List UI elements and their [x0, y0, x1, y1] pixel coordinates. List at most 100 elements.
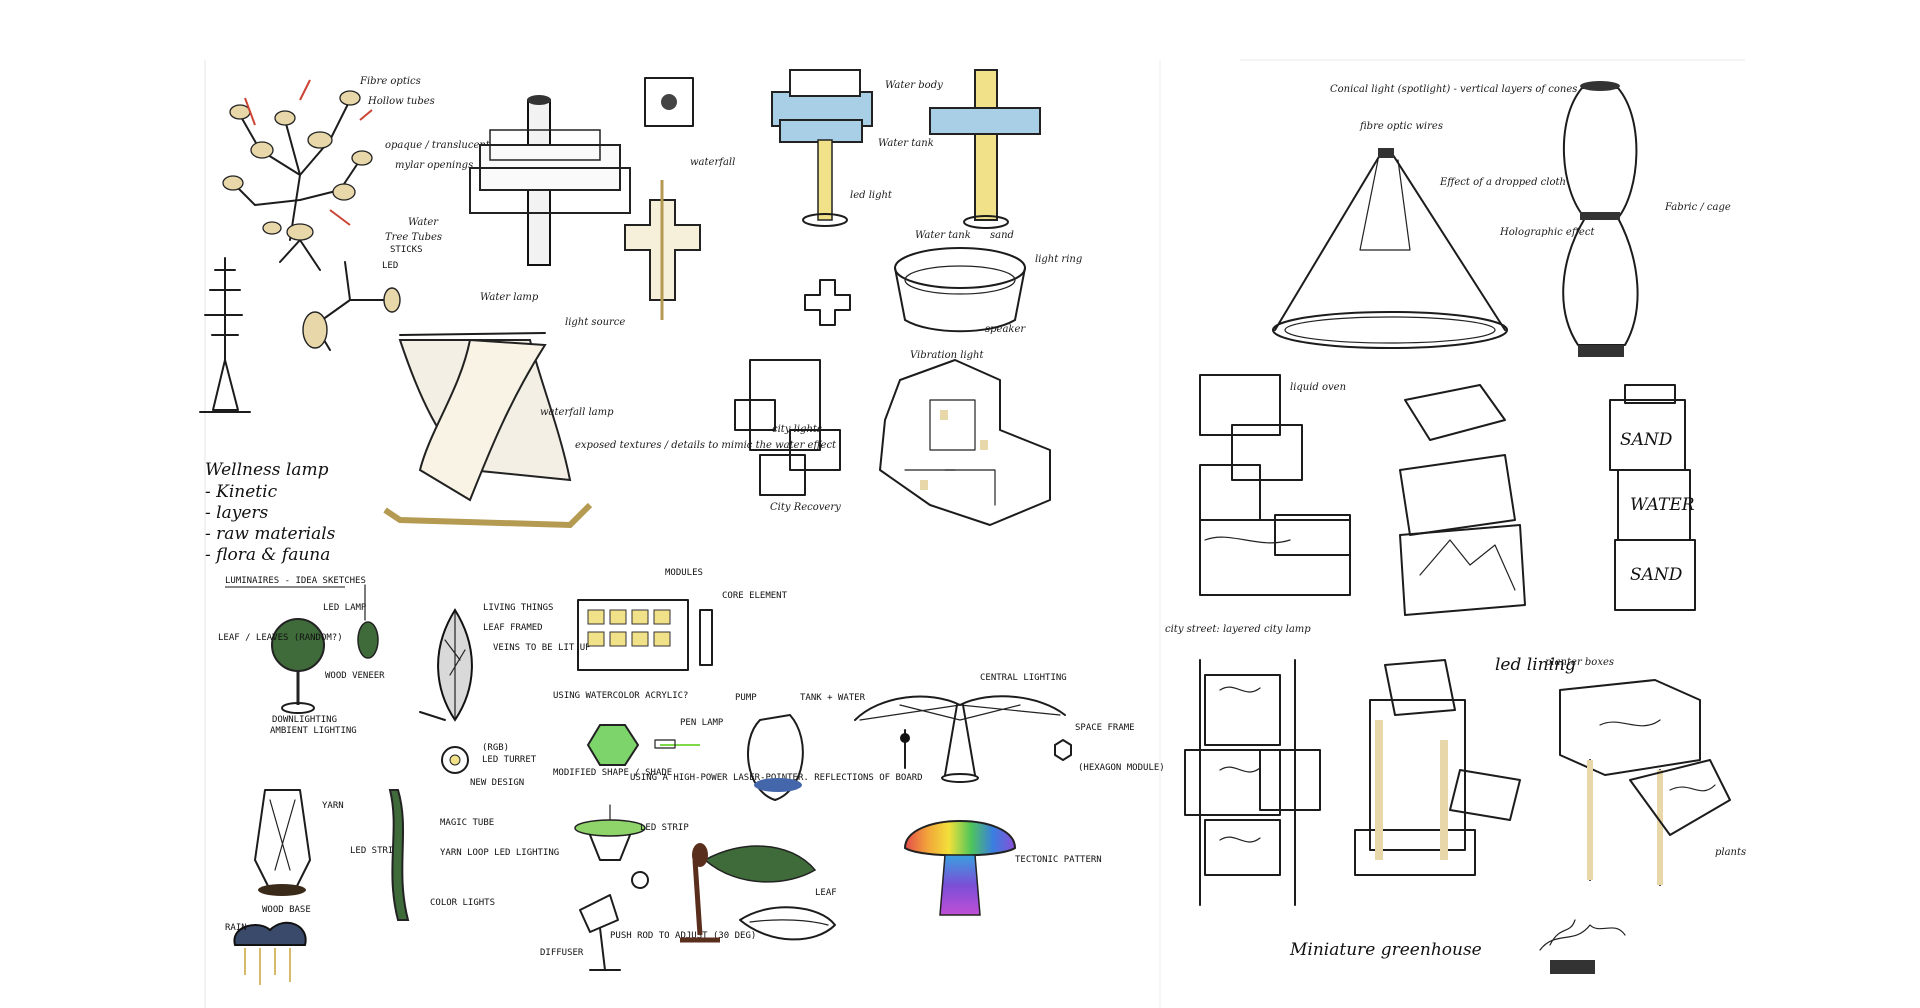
city-recovery-sketch: [734, 359, 841, 496]
label-downlighting: DOWNLIGHTING: [272, 715, 337, 725]
label-conical-light: Conical light (spotlight) - vertical lay…: [1330, 84, 1577, 95]
plus-lamp-sketch: [624, 180, 701, 320]
label-central-lighting: CENTRAL LIGHTING: [980, 673, 1067, 683]
label-rain: RAIN: [225, 923, 247, 933]
spotlight-sketch: [579, 871, 649, 971]
label-mylar-openings: mylar openings: [395, 160, 473, 171]
layered-city-lamp-sketch: [1199, 374, 1351, 596]
label-water-body: Water body: [885, 80, 943, 91]
label-speaker: speaker: [985, 324, 1026, 335]
label-light-ring: light ring: [1035, 254, 1082, 265]
label-fibre-optic-wires: fibre optic wires: [1359, 121, 1443, 132]
label-vibration-light: Vibration light: [910, 350, 984, 361]
label-yarn-led: YARN LOOP LED LIGHTING: [440, 848, 559, 858]
pen-lamp-sketch: [586, 724, 700, 766]
label-living-things: LIVING THINGS: [483, 603, 553, 613]
label-sand-2: SAND: [1630, 565, 1683, 585]
label-plants: plants: [1715, 847, 1746, 858]
label-waterfall-lamp: waterfall lamp: [540, 407, 614, 418]
label-sand: sand: [990, 230, 1014, 241]
tilted-box-lamp-sketch: [1399, 384, 1526, 616]
rain-cloud-lamp-sketch: [233, 921, 307, 985]
label-diffuser: DIFFUSER: [540, 948, 584, 958]
label-using-acrylic: USING WATERCOLOR ACRYLIC?: [553, 691, 688, 701]
label-fabric-cage: Fabric / cage: [1664, 202, 1731, 213]
modules-panel-sketch: [577, 599, 713, 671]
label-rgb: (RGB): [482, 743, 509, 753]
space-frame-canopy-sketch: [854, 695, 1066, 783]
label-led-lining: led lining: [1495, 655, 1576, 675]
tank-pump-sketch: [747, 714, 804, 801]
wellness-item-4: - flora & fauna: [205, 545, 330, 565]
label-water-tank-2: Water tank: [915, 230, 971, 241]
label-sticks: STICKS: [390, 245, 423, 255]
label-veins: VEINS TO BE LIT UP: [493, 643, 591, 653]
pixel-cross-sketch: [804, 279, 851, 326]
label-led-strip: LED STRIP: [350, 846, 399, 856]
tectonic-pattern-lamp-sketch: [903, 820, 1017, 916]
wellness-item-2: - layers: [205, 503, 269, 523]
label-tree-tubes: Tree Tubes: [385, 232, 442, 243]
label-water-box: WATER: [1630, 495, 1695, 515]
ufo-led-lamp-sketch: [574, 804, 646, 861]
label-sand-1: SAND: [1620, 430, 1673, 450]
label-hexagon-module: (HEXAGON MODULE): [1078, 763, 1165, 773]
label-led-strip-2: LED STRIP: [640, 823, 689, 833]
veined-leaf-lamp-sketch: [419, 608, 473, 722]
square-frame-sketch: [644, 77, 694, 127]
layered-water-lamp-sketch: [469, 95, 631, 266]
label-ambient-lighting: AMBIENT LIGHTING: [270, 726, 357, 736]
label-water: Water: [408, 217, 439, 228]
branch-stand-lamp-sketch: [199, 257, 251, 413]
label-greenhouse: Miniature greenhouse: [1289, 940, 1482, 960]
tree-tube-lamp-sketch: [222, 79, 373, 271]
label-leaf-leaves: LEAF / LEAVES (RANDOM?): [218, 633, 343, 643]
label-led-1: LED: [382, 261, 398, 271]
label-fibre-optics: Fibre optics: [359, 76, 421, 87]
label-waterfall: waterfall: [690, 157, 735, 168]
label-pump: PUMP: [735, 693, 757, 703]
label-modified-shape: MODIFIED SHAPE / SHADE: [553, 768, 672, 778]
label-city-recovery: City Recovery: [770, 502, 841, 513]
label-city-street: city street: layered city lamp: [1165, 624, 1311, 635]
label-leaf-2: LEAF: [815, 888, 837, 898]
label-city-lights: city lights: [772, 424, 822, 435]
cross-water-lamp-sketch: [929, 69, 1041, 229]
label-opaque-translucent: opaque / translucent: [385, 140, 491, 151]
leaf-desk-lamp-sketch: [680, 843, 817, 943]
sand-water-tower-sketch: [1609, 384, 1696, 611]
label-wood-base: WOOD BASE: [262, 905, 311, 915]
wellness-item-3: - raw materials: [205, 524, 336, 544]
label-hollow-tubes: Hollow tubes: [367, 96, 435, 107]
label-tank-water: TANK + WATER: [800, 693, 866, 703]
label-water-lamp: Water lamp: [480, 292, 539, 303]
hourglass-vase-lamp-sketch: [1562, 81, 1639, 357]
label-led-turret: LED TURRET: [482, 755, 537, 765]
wood-planter-tower-sketch: [1354, 659, 1521, 876]
wellness-item-1: - Kinetic: [205, 482, 278, 502]
label-planter-boxes: planter boxes: [1545, 657, 1614, 668]
label-push-rod: PUSH ROD TO ADJUST (30 DEG): [610, 931, 756, 941]
planter-box-table-sketch: [1559, 679, 1731, 886]
conical-light-sketch: [1272, 148, 1508, 349]
label-core-element: CORE ELEMENT: [722, 591, 788, 601]
label-dropped-cloth: Effect of a dropped cloth: [1439, 177, 1566, 188]
label-yarn: YARN: [322, 801, 344, 811]
label-led-light: led light: [850, 190, 893, 201]
label-water-tank: Water tank: [878, 138, 934, 149]
label-led-lamp: LED LAMP: [323, 603, 367, 613]
cube-cluster-sketch: [879, 359, 1051, 526]
plant-tray-sketch: [1539, 919, 1626, 974]
hanging-disc-sketch: [357, 584, 379, 659]
wellness-lamp-title: Wellness lamp: [205, 460, 329, 480]
label-space-frame: SPACE FRAME: [1075, 723, 1135, 733]
luminaires-title: LUMINAIRES - IDEA SKETCHES: [225, 576, 366, 586]
label-magic-tube: MAGIC TUBE: [440, 818, 494, 828]
label-tectonic-pattern: TECTONIC PATTERN: [1015, 855, 1102, 865]
waterfall-lamp-sketch: [383, 332, 593, 529]
label-laser-pointer: USING A HIGH-POWER LASER-POINTER. REFLEC…: [630, 773, 923, 783]
label-pen-lamp: PEN LAMP: [680, 718, 724, 728]
label-holographic-effect: Holographic effect: [1499, 227, 1595, 238]
leaf-tree-lamp-sketch: [271, 618, 325, 714]
